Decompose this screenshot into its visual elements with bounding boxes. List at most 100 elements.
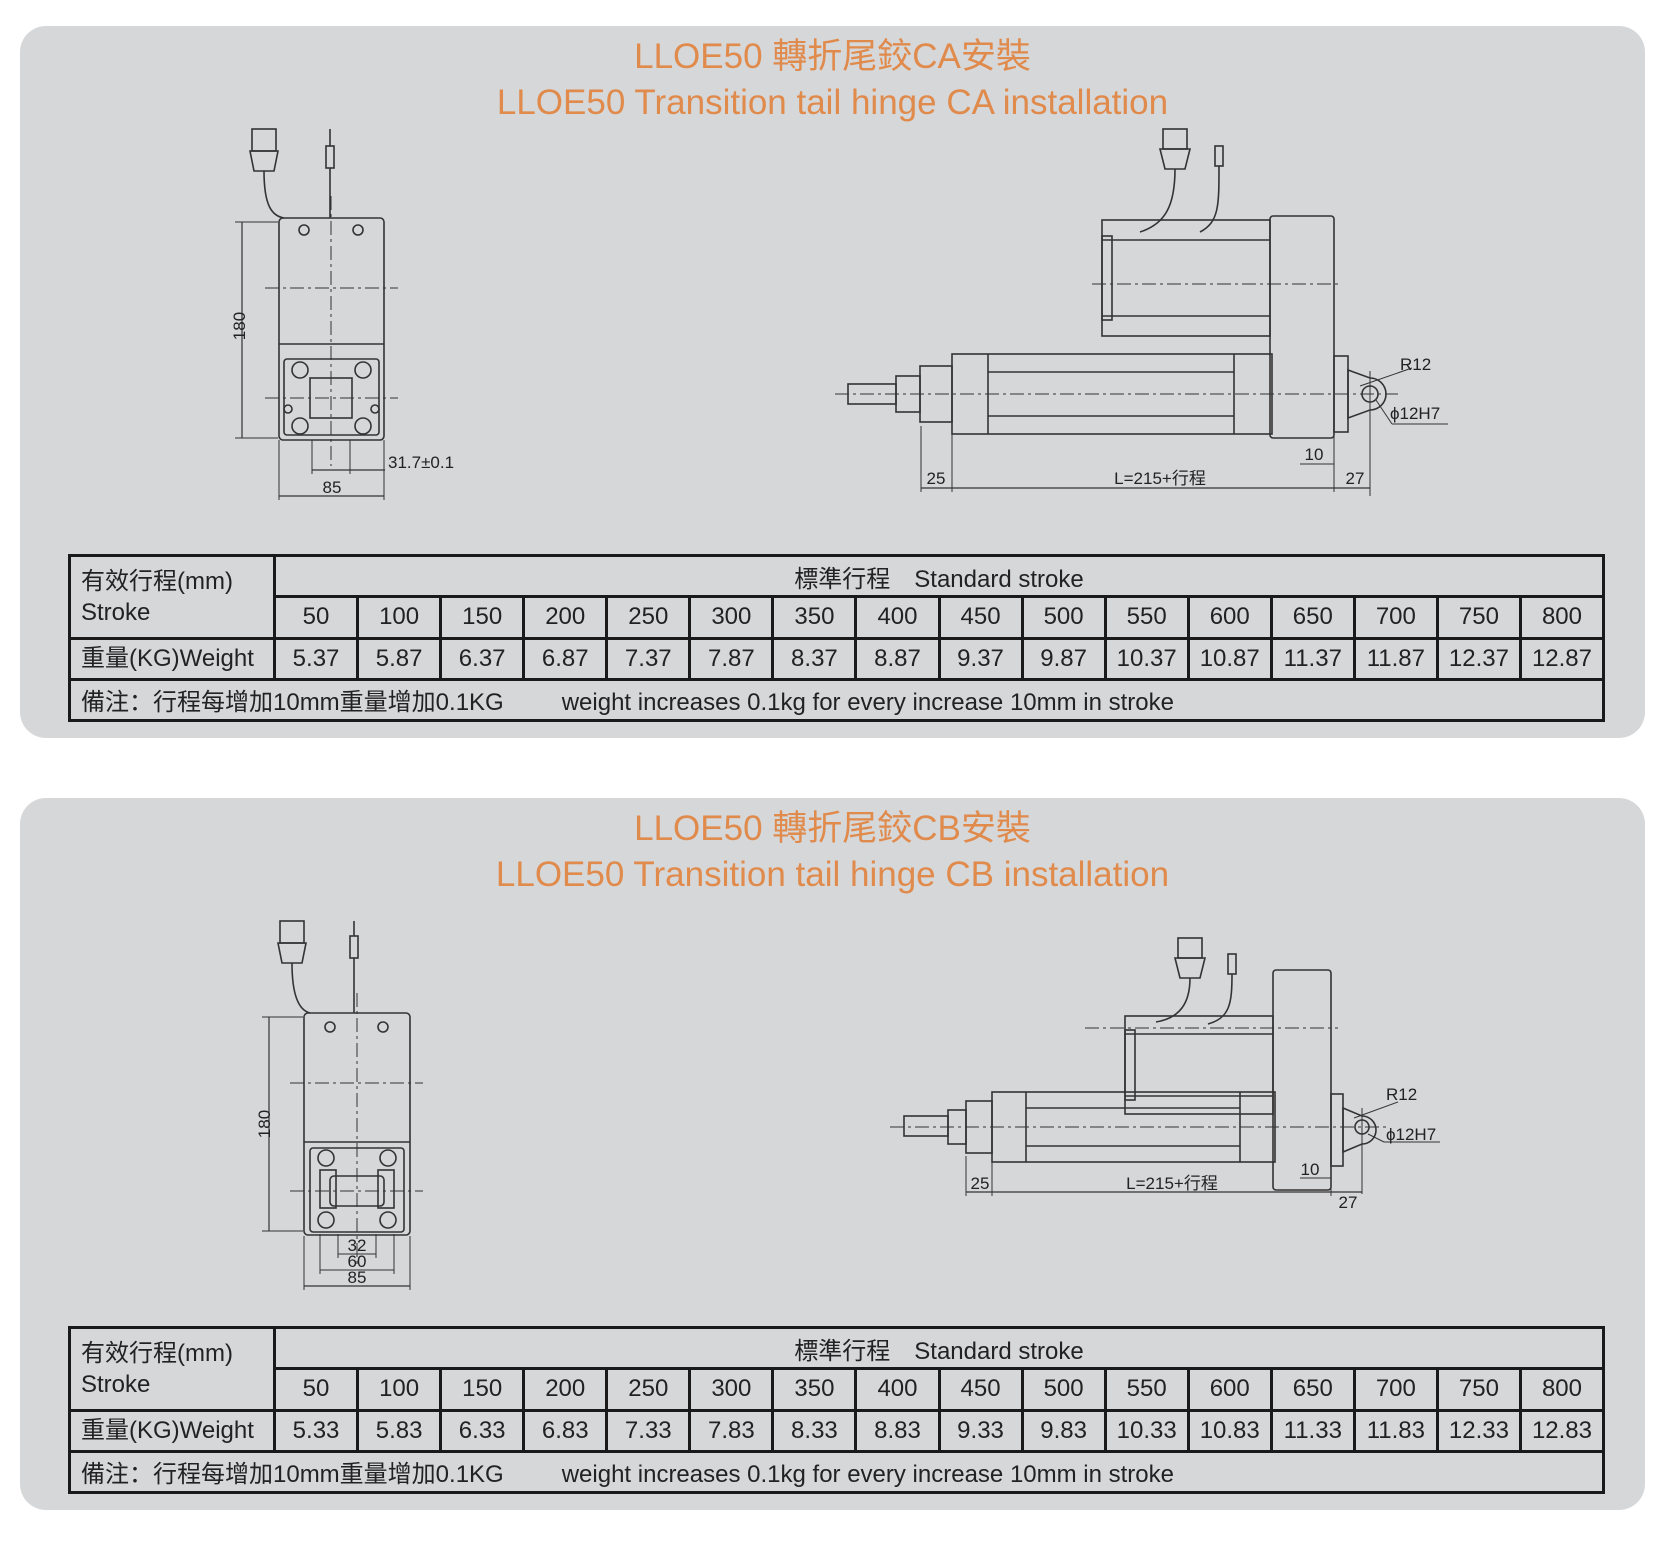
note-en: weight increases 0.1kg for every increas… [561,689,1174,717]
dim-front-25: 25 [927,469,946,488]
panel-title-cn: LLOE50 轉折尾鉸CA安裝 [634,37,1031,76]
stroke-cell: 550 [1103,1367,1190,1412]
standard-stroke-header: 標準行程 Standard stroke [273,553,1605,599]
stroke-cell: 750 [1435,1367,1522,1412]
weight-cell: 7.37 [605,636,692,681]
side-view [890,937,1440,1196]
stroke-cell: 100 [356,595,443,640]
dim-inner-32: 32 [348,1236,367,1255]
stroke-cell: 350 [771,1367,858,1412]
weight-cell: 8.33 [771,1408,858,1453]
weight-cell: 6.37 [439,636,526,681]
side-view [835,128,1448,496]
weight-cell: 11.87 [1352,636,1439,681]
standard-stroke-header: 標準行程 Standard stroke [273,1325,1605,1371]
stroke-cell: 600 [1186,1367,1273,1412]
dim-front-25: 25 [971,1174,990,1193]
stroke-cell: 550 [1103,595,1190,640]
dim-offset-10: 10 [1305,445,1324,464]
stroke-cell: 450 [937,595,1024,640]
stroke-header-cell: 有效行程(mm) Stroke [68,554,276,640]
stroke-header-cn: 有效行程(mm) [81,1339,233,1367]
weight-cell: 8.83 [854,1408,941,1453]
stroke-header-cell: 有效行程(mm) Stroke [68,1326,276,1412]
stroke-cell: 150 [439,595,526,640]
stroke-header-cn: 有效行程(mm) [81,567,233,595]
stroke-cell: 200 [522,595,609,640]
note-cn: 備注：行程每增加10mm重量增加0.1KG [81,1461,504,1489]
dim-width-85: 85 [348,1268,367,1287]
weight-cell: 6.87 [522,636,609,681]
dim-rear-27: 27 [1346,469,1365,488]
weight-cell: 12.33 [1435,1408,1522,1453]
weight-cell: 9.87 [1020,636,1107,681]
panel-title-en: LLOE50 Transition tail hinge CA installa… [496,83,1169,122]
weight-cell: 8.37 [771,636,858,681]
panel-title-cn: LLOE50 轉折尾鉸CB安裝 [634,809,1031,848]
note-cell: 備注：行程每增加10mm重量增加0.1KG weight increases 0.… [68,1449,1605,1495]
stroke-cell: 400 [854,1367,941,1412]
weight-cell: 6.83 [522,1408,609,1453]
stroke-cell: 250 [605,595,692,640]
weight-cell: 11.83 [1352,1408,1439,1453]
weight-cell: 6.33 [439,1408,526,1453]
weight-cell: 9.33 [937,1408,1024,1453]
stroke-cell: 300 [688,1367,775,1412]
stroke-cell: 350 [771,595,858,640]
weight-cell: 5.37 [272,636,360,681]
stroke-cell: 200 [522,1367,609,1412]
weight-cell: 10.87 [1186,636,1273,681]
stroke-cell: 450 [937,1367,1024,1412]
stroke-cell: 700 [1352,1367,1439,1412]
technical-drawing: 180 31.7±0.1 85 [230,128,1448,500]
stroke-cell: 700 [1352,595,1439,640]
weight-cell: 11.33 [1269,1408,1356,1453]
stroke-cell: 250 [605,1367,692,1412]
technical-drawing: 180 32 60 85 [255,920,1440,1290]
stroke-cell: 650 [1269,595,1356,640]
stroke-cell: 100 [356,1367,443,1412]
stroke-cell: 50 [272,595,360,640]
stroke-cell: 650 [1269,1367,1356,1412]
dim-inner-60: 60 [348,1252,367,1271]
weight-cell: 11.37 [1269,636,1356,681]
stroke-cell: 600 [1186,595,1273,640]
weight-label: 重量(KG)Weight [68,636,276,681]
dim-length-l: L=215+行程 [1114,469,1206,488]
stroke-cell: 750 [1435,595,1522,640]
weight-label: 重量(KG)Weight [68,1408,276,1453]
stroke-cell: 400 [854,595,941,640]
stroke-cell: 300 [688,595,775,640]
weight-cell: 8.87 [854,636,941,681]
weight-cell: 10.83 [1186,1408,1273,1453]
dim-bore-12h7: ϕ12H7 [1386,1125,1436,1144]
dim-height-180: 180 [230,312,249,340]
dim-height-180: 180 [255,1110,274,1138]
dim-inner-width: 31.7±0.1 [388,453,454,472]
front-view [262,920,423,1290]
front-view [235,128,398,500]
stroke-cell: 500 [1020,595,1107,640]
stroke-cell: 150 [439,1367,526,1412]
weight-cell: 9.83 [1020,1408,1107,1453]
weight-cell: 9.37 [937,636,1024,681]
weight-cell: 5.83 [356,1408,443,1453]
dim-offset-10: 10 [1301,1160,1320,1179]
weight-cell: 12.83 [1518,1408,1606,1453]
weight-cell: 12.37 [1435,636,1522,681]
weight-cell: 12.87 [1518,636,1606,681]
panel-title-en: LLOE50 Transition tail hinge CB installa… [495,855,1170,894]
weight-cell: 7.33 [605,1408,692,1453]
dim-radius-r12: R12 [1400,355,1431,374]
stroke-header-en: Stroke [81,1370,151,1398]
note-en: weight increases 0.1kg for every increas… [561,1461,1174,1489]
note-cn: 備注：行程每增加10mm重量增加0.1KG [81,689,504,717]
stroke-cell: 50 [272,1367,360,1412]
panel-ca-installation: LLOE50 轉折尾鉸CA安裝 LLOE50 Transition tail h… [20,26,1645,738]
